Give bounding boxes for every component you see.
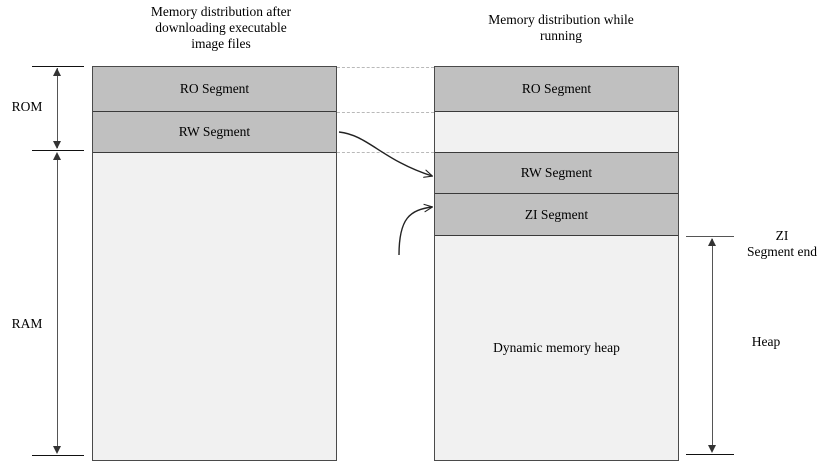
heap-arrow-down: [707, 445, 716, 453]
rom-top-tick: [32, 66, 84, 67]
ram-axis-label: RAM: [11, 316, 43, 331]
right-segment-zi: ZI Segment: [435, 194, 678, 236]
rom-arrow-down: [52, 141, 61, 149]
right-segment-ro-label: RO Segment: [521, 81, 592, 96]
while-running-memory-map: RO Segment RW Segment ZI Segment Dynamic…: [434, 66, 679, 461]
left-segment-empty: [93, 153, 336, 460]
right-segment-rw-label: RW Segment: [520, 165, 593, 180]
ram-bottom-tick: [32, 455, 84, 456]
rom-bottom-tick: [32, 150, 84, 151]
left-segment-ro: RO Segment: [93, 67, 336, 112]
zi-relocation-arrow: [398, 207, 432, 256]
right-segment-gap: [435, 112, 678, 153]
guide-line-lower: [337, 152, 434, 153]
ram-arrow-down: [52, 446, 61, 454]
heap-arrow-up: [707, 238, 716, 246]
right-segment-rw: RW Segment: [435, 153, 678, 194]
left-segment-ro-label: RO Segment: [179, 81, 250, 96]
right-segment-zi-label: ZI Segment: [524, 206, 589, 222]
after-download-memory-map: RO Segment RW Segment: [92, 66, 337, 461]
left-segment-rw-label: RW Segment: [178, 124, 251, 139]
rom-axis-label: ROM: [11, 99, 43, 114]
right-diagram-title: Memory distribution while running: [488, 12, 634, 43]
heap-bottom-tick: [686, 454, 734, 455]
guide-line-middle: [337, 112, 434, 113]
left-segment-rw: RW Segment: [93, 112, 336, 153]
heap-axis-label: Heap: [751, 334, 781, 349]
left-diagram-title: Memory distribution after downloading ex…: [150, 4, 292, 51]
rom-arrow-up: [52, 68, 61, 76]
rw-relocation-arrow: [338, 131, 432, 176]
ram-axis-line: [57, 154, 58, 452]
heap-top-tick: [686, 236, 734, 237]
heap-axis-line: [712, 239, 713, 451]
right-segment-ro: RO Segment: [435, 67, 678, 112]
right-segment-heap-label: Dynamic memory heap: [493, 340, 620, 355]
ram-arrow-up: [52, 152, 61, 160]
zi-segment-end-label: ZI Segment end: [746, 228, 818, 259]
rom-axis-line: [57, 68, 58, 148]
guide-line-top: [337, 67, 434, 68]
right-segment-heap: Dynamic memory heap: [435, 236, 678, 460]
